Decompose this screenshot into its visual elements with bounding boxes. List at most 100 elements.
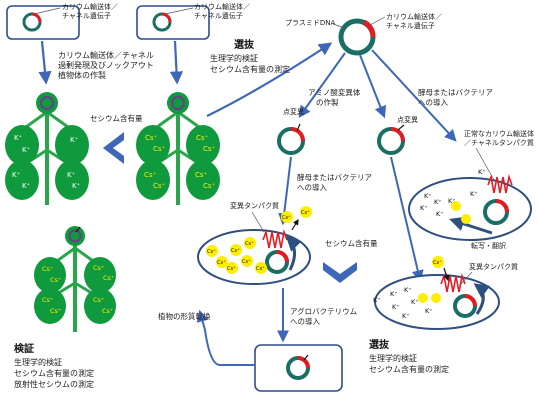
mutant-plasmid-left — [277, 123, 305, 155]
verify-title: 検証 — [14, 342, 34, 355]
normal-protein-line2: ／チャネルタンパク質 — [464, 138, 534, 147]
ion-cs: Cs⁺ — [50, 276, 61, 284]
ion-k: K⁺ — [12, 171, 21, 179]
leader-line — [33, 7, 61, 15]
ion-cs: Cs⁺ — [144, 171, 157, 179]
mutant-protein-label-right: 変異タンパク質 — [469, 262, 518, 271]
gene-label-1-line2: チャネル遺伝子 — [62, 11, 111, 20]
yeast-intro-top-line2: への導入 — [418, 97, 448, 107]
ion-cs: Cs⁺ — [203, 145, 216, 153]
plasmid-gene-line2: チャネル遺伝子 — [386, 21, 435, 30]
overexpress-line3: 植物体の作製 — [58, 70, 106, 80]
comparison-chevron-2 — [323, 262, 357, 283]
leader-line-plasmid — [332, 23, 346, 29]
arrow-to-transformed-plant — [196, 309, 254, 366]
point-mutation-right: 点変異 — [397, 115, 418, 124]
source-cell-1 — [6, 5, 80, 40]
plant-transform-label: 植物の形質転換 — [158, 311, 211, 321]
plasmid-dna — [338, 18, 376, 56]
ion-cs: Cs⁺ — [145, 134, 158, 142]
verify-line2: セシウム含有量の測定 — [14, 368, 94, 378]
influx-arrow-center — [291, 218, 299, 231]
plasmid-label: プラスミドDNA — [285, 19, 335, 27]
leader-normal-protein — [475, 147, 495, 181]
ion-cs: Cs⁺ — [93, 296, 104, 304]
cs-ion-dot — [461, 214, 471, 224]
ion-k: K⁺ — [425, 307, 433, 315]
ion-cs: Cs⁺ — [50, 307, 61, 315]
ion-cs: Cs⁺ — [242, 259, 251, 265]
ion-k: K⁺ — [70, 136, 79, 144]
ion-k-outside: K⁺ — [373, 296, 381, 304]
ion-k: K⁺ — [14, 134, 23, 142]
arrow-down-1 — [38, 40, 52, 85]
point-mutation-left: 点変異 — [283, 107, 304, 116]
plant3-ions: Cs⁺ Cs⁺ Cs⁺ Cs⁺ Cs⁺ Cs⁺ Cs⁺ Cs⁺ — [42, 264, 114, 315]
leader-line-gene — [369, 16, 386, 26]
ion-cs: Cs⁺ — [93, 264, 104, 272]
yeast-cell-mutant-center — [197, 229, 311, 285]
select-title-top: 選抜 — [234, 38, 255, 51]
select-top-line2: セシウム含有量の測定 — [210, 64, 290, 74]
cs-ion-dot — [431, 293, 441, 303]
verify-line3: 放射性セシウムの測定 — [14, 379, 94, 389]
influx-arrow-right — [443, 267, 450, 282]
select-bottom-line1: 生理学的検証 — [369, 353, 417, 363]
ion-cs: Cs⁺ — [103, 274, 114, 282]
plant-cesium — [136, 92, 220, 205]
ion-cs: Cs⁺ — [301, 210, 310, 216]
cs-labels-center: Cs⁺ Cs⁺ Cs⁺ Cs⁺ Cs⁺ Cs⁺ Cs⁺ Cs⁺ Cs⁺ — [207, 210, 310, 272]
mutant-protein-label-center: 変異タンパク質 — [230, 201, 279, 210]
plasmid-gene-line1: カリウム輸送体／ — [386, 12, 442, 21]
ion-cs: Cs⁺ — [102, 307, 113, 315]
leader-mutant-right — [459, 271, 473, 286]
ion-cs: Cs⁺ — [195, 171, 208, 179]
agro-line2: への導入 — [290, 316, 320, 326]
select-title-bottom: 選抜 — [369, 338, 390, 351]
lower-cell-ions: K⁺ K⁺ K⁺ K⁺ K⁺ K⁺ K⁺ — [373, 286, 433, 320]
ion-cs: Cs⁺ — [42, 296, 53, 304]
select-top-line1: 生理学的検証 — [210, 53, 258, 63]
amino-acid-line1: アミノ酸変異体 — [308, 87, 361, 97]
yeast-intro-mid-line1: 酵母またはバクテリア — [297, 173, 372, 182]
yeast-intro-top-line1: 酵母またはバクテリア — [418, 88, 493, 97]
ion-k: K⁺ — [22, 182, 31, 190]
ion-cs: Cs⁺ — [227, 266, 236, 272]
ion-cs: Cs⁺ — [153, 145, 166, 153]
gene-label-1-line1: カリウム輸送体／ — [62, 2, 118, 11]
yeast-cell-normal — [408, 174, 532, 241]
cs-ion-dot — [451, 201, 461, 211]
ion-k: K⁺ — [404, 286, 412, 294]
ion-k: K⁺ — [470, 190, 478, 198]
ion-cs: Cs⁺ — [433, 260, 442, 266]
agro-line1: アグロバクテリウム — [290, 306, 357, 316]
plant1-ions: K⁺ K⁺ K⁺ K⁺ K⁺ K⁺ K⁺ — [12, 134, 81, 190]
plant2-ions: Cs⁺ Cs⁺ Cs⁺ Cs⁺ Cs⁺ Cs⁺ Cs⁺ Cs⁺ — [144, 134, 216, 190]
cesium-content-label-2: セシウム含有量 — [325, 238, 378, 248]
plant-potassium — [5, 92, 89, 205]
cs-ion-dot-outside — [432, 256, 444, 268]
cesium-content-label-1: セシウム含有量 — [90, 113, 143, 123]
gene-label-2-line1: カリウム輸送体／ — [194, 2, 250, 11]
verify-line1: 生理学的検証 — [14, 357, 62, 367]
ion-cs: Cs⁺ — [231, 248, 240, 254]
arrow-to-plasmid — [206, 42, 333, 117]
cs-ion-dot — [418, 293, 428, 303]
gene-label-2-line2: チャネル遺伝子 — [194, 11, 243, 20]
ion-cs: Cs⁺ — [207, 249, 216, 255]
ion-k: K⁺ — [436, 210, 444, 218]
plant-transformed — [34, 226, 116, 332]
select-bottom-line2: セシウム含有量の測定 — [369, 364, 449, 374]
mutant-plasmid-right — [377, 124, 405, 155]
ion-k: K⁺ — [72, 182, 81, 190]
arrow-down-2 — [169, 40, 184, 85]
arrow-plasmid-right — [371, 49, 457, 142]
overexpress-line2: 過剰発現及びノックアウト — [58, 60, 154, 70]
ion-k: K⁺ — [392, 303, 400, 311]
agrobacterium-cell — [254, 344, 343, 392]
normal-cell-ions: K⁺ K⁺ K⁺ K⁺ K⁺ K⁺ K⁺ — [420, 168, 486, 218]
ion-k: K⁺ — [402, 312, 410, 320]
source-cell-2 — [136, 5, 210, 40]
ion-k: K⁺ — [420, 204, 428, 212]
